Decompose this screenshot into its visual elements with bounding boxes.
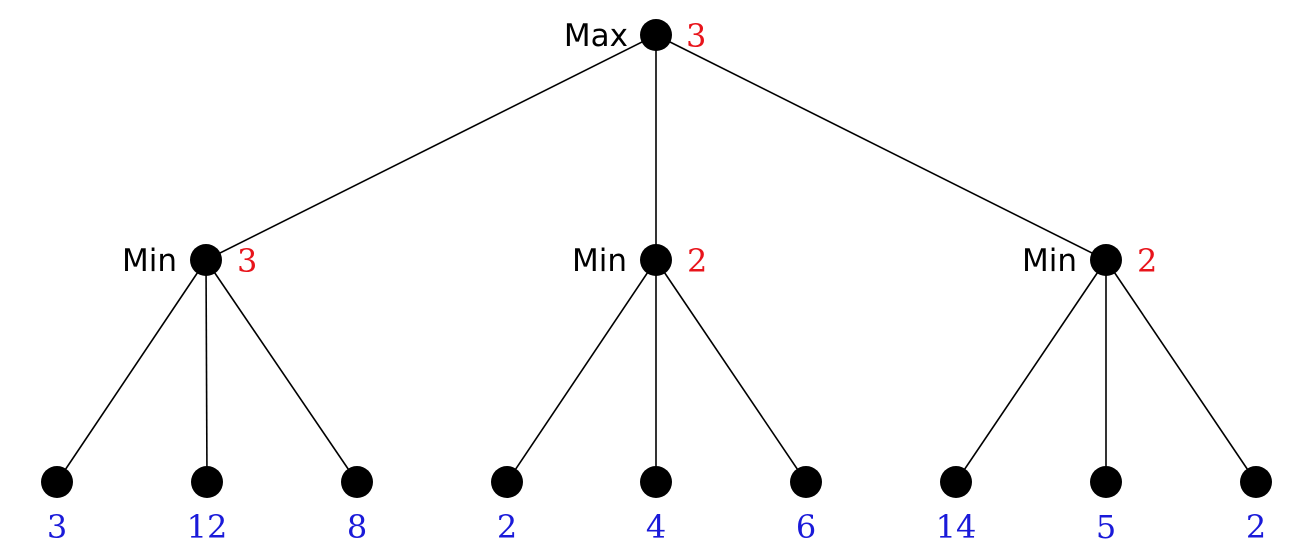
tree-nodes <box>41 19 1272 498</box>
min-node-2 <box>640 244 672 276</box>
root-max-node <box>640 19 672 51</box>
edge-min-3-to-leaf-9 <box>1105 259 1257 483</box>
edge-min-3-to-leaf-7 <box>955 259 1107 483</box>
root-minimax-value: 3 <box>686 17 706 55</box>
leaf-value-7: 14 <box>936 508 977 546</box>
min-node-3-minimax-value: 2 <box>1137 242 1157 280</box>
leaf-value-2: 12 <box>187 508 228 546</box>
min-node-1-role-label: Min <box>122 243 177 279</box>
leaf-value-3: 8 <box>347 508 367 546</box>
edge-root-to-min-1 <box>205 34 657 261</box>
leaf-node-7 <box>940 466 972 498</box>
min-node-2-role-label: Min <box>572 243 627 279</box>
edge-min-2-to-leaf-4 <box>506 259 657 483</box>
leaf-value-6: 6 <box>796 508 816 546</box>
leaf-value-5: 4 <box>646 508 666 546</box>
edge-min-1-to-leaf-2 <box>205 259 208 483</box>
edge-min-2-to-leaf-6 <box>655 259 807 483</box>
leaf-value-8: 5 <box>1096 508 1116 546</box>
leaf-node-4 <box>491 466 523 498</box>
leaf-node-3 <box>341 466 373 498</box>
min-node-1-minimax-value: 3 <box>237 242 257 280</box>
edge-min-1-to-leaf-1 <box>56 259 207 483</box>
leaf-value-4: 2 <box>497 508 517 546</box>
root-role-label: Max <box>564 18 628 54</box>
leaf-node-8 <box>1090 466 1122 498</box>
tree-edges <box>56 34 1257 483</box>
leaf-node-5 <box>640 466 672 498</box>
leaf-node-2 <box>191 466 223 498</box>
edge-root-to-min-3 <box>655 34 1107 261</box>
leaf-value-9: 2 <box>1246 508 1266 546</box>
min-node-3-role-label: Min <box>1022 243 1077 279</box>
edge-min-1-to-leaf-3 <box>205 259 358 483</box>
min-node-1 <box>190 244 222 276</box>
leaf-node-1 <box>41 466 73 498</box>
leaf-value-1: 3 <box>47 508 67 546</box>
leaf-node-9 <box>1240 466 1272 498</box>
leaf-node-6 <box>790 466 822 498</box>
min-node-2-minimax-value: 2 <box>687 242 707 280</box>
min-node-3 <box>1090 244 1122 276</box>
